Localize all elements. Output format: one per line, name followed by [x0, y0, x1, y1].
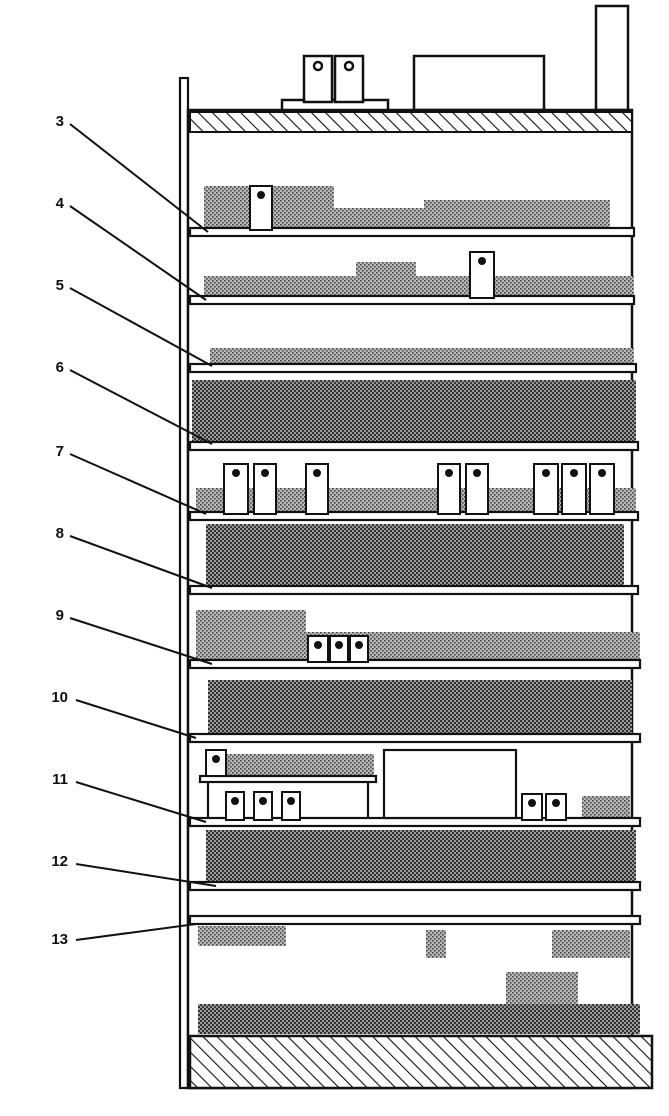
bay-11-fixtures [198, 748, 518, 820]
callout-label-13: 13 [51, 931, 68, 948]
shelves [188, 226, 642, 926]
shelf [188, 658, 642, 670]
module-knob-icon [445, 469, 453, 477]
module-knob-icon [473, 469, 481, 477]
connector-hole-icon [343, 60, 355, 72]
leader-lines [69, 123, 217, 941]
callout-label-9: 9 [56, 607, 64, 624]
module-knob-icon [335, 641, 343, 649]
module-knob-icon [257, 191, 265, 199]
module-knob-icon [355, 641, 363, 649]
shelf [188, 510, 640, 522]
module-card [437, 463, 461, 515]
module-card [253, 463, 277, 515]
callout-label-5: 5 [56, 277, 64, 294]
module-card [305, 463, 329, 515]
shelf [188, 294, 636, 306]
shelf [188, 440, 640, 452]
shelf [188, 880, 642, 892]
callout-label-4: 4 [56, 195, 65, 212]
module-knob-icon [231, 797, 239, 805]
module-knob-icon [261, 469, 269, 477]
callout-label-10: 10 [51, 689, 68, 706]
module-knob-icon [259, 797, 267, 805]
equipment-box [382, 748, 518, 820]
callout-label-3: 3 [56, 113, 64, 130]
module-knob-icon [598, 469, 606, 477]
module-card [465, 463, 489, 515]
module-card [225, 791, 245, 821]
module-card [281, 791, 301, 821]
module-knob-icon [212, 755, 220, 763]
module-knob-icon [528, 799, 536, 807]
connector-hole-icon [312, 60, 324, 72]
top-stack-pipe [594, 4, 630, 112]
module-knob-icon [570, 469, 578, 477]
shelf [188, 226, 636, 238]
top-box [412, 54, 546, 112]
shelf [188, 584, 640, 596]
modules [205, 185, 615, 821]
callout-label-6: 6 [56, 359, 64, 376]
callout-labels: 3 4 5 6 7 8 9 10 11 12 13 [51, 113, 68, 948]
module-card [253, 791, 273, 821]
callout-label-11: 11 [52, 771, 68, 788]
module-knob-icon [232, 469, 240, 477]
module-card [249, 185, 273, 231]
base-hatched-panel [188, 1034, 654, 1090]
callout-label-8: 8 [56, 525, 64, 542]
callout-label-12: 12 [51, 853, 68, 870]
equipment-fill [192, 186, 640, 1034]
module-knob-icon [287, 797, 295, 805]
top-hatched-panel [189, 111, 633, 133]
module-knob-icon [313, 469, 321, 477]
bench-top [198, 774, 378, 784]
module-knob-icon [478, 257, 486, 265]
module-knob-icon [542, 469, 550, 477]
shelf [188, 732, 642, 744]
callout-label-7: 7 [56, 443, 64, 460]
module-knob-icon [314, 641, 322, 649]
shelf [188, 362, 638, 374]
module-card [561, 463, 587, 515]
top-hardware [280, 4, 630, 114]
shelf [188, 914, 642, 926]
module-knob-icon [552, 799, 560, 807]
